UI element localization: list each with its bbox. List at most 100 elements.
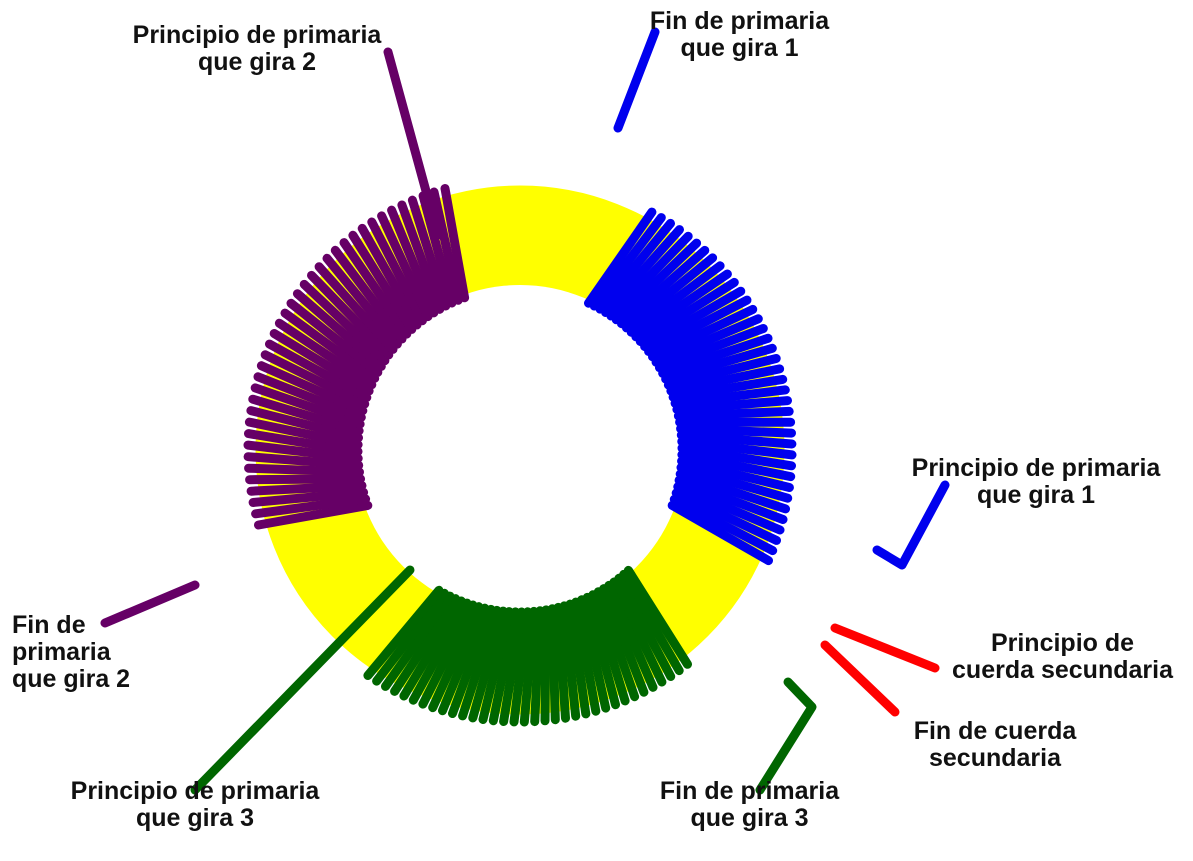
- label-principio-cuerda-secundaria: Principio de cuerda secundaria: [935, 630, 1190, 684]
- label-principio-primaria-1: Principio de primaria que gira 1: [880, 455, 1192, 509]
- winding-turn: [673, 482, 785, 535]
- winding-turn: [609, 577, 667, 687]
- winding-turn: [408, 598, 472, 705]
- winding-turn: [622, 253, 718, 333]
- label-line: Fin de primaria: [659, 777, 840, 805]
- winding-turn: [595, 218, 675, 314]
- label-line: que gira 1: [680, 34, 799, 62]
- label-line: que gira 2: [197, 48, 317, 76]
- winding-turn: [458, 605, 502, 721]
- winding-turn: [330, 245, 407, 344]
- winding-turn: [571, 597, 601, 716]
- winding-turn: [367, 217, 427, 326]
- label-line: cuerda secundaria: [952, 656, 1173, 684]
- winding-turn: [588, 590, 630, 706]
- winding-turn: [397, 200, 445, 314]
- label-fin-primaria-3: Fin de primaria que gira 3: [622, 778, 877, 832]
- winding-turn: [286, 298, 383, 377]
- label-line: primaria: [12, 638, 111, 666]
- winding-turn: [677, 450, 796, 482]
- label-line: Principio de primaria: [70, 777, 320, 805]
- winding-turn: [589, 213, 666, 311]
- primary-winding-3: [363, 565, 692, 727]
- winding-turn: [675, 469, 790, 514]
- winding-leads: [100, 27, 950, 795]
- label-line: Principio de primaria: [132, 21, 382, 49]
- winding-turn: [670, 385, 790, 408]
- winding-turn: [243, 440, 363, 463]
- lead-principio-primaria-2: [383, 47, 443, 240]
- winding-turn: [672, 396, 792, 414]
- winding-turn: [357, 223, 422, 330]
- winding-turn: [248, 394, 364, 436]
- label-line: que gira 3: [135, 804, 255, 832]
- label-line: secundaria: [928, 744, 1061, 772]
- winding-turn: [559, 601, 581, 721]
- winding-turn: [244, 417, 363, 450]
- winding-turn: [601, 225, 684, 317]
- label-fin-cuerda-secundaria: Fin de cuerda secundaria: [880, 718, 1110, 772]
- lead-fin-secundaria: [820, 640, 900, 717]
- winding-turn: [372, 588, 449, 686]
- winding-turn: [519, 606, 539, 727]
- lead-principio-primaria-1: [872, 480, 950, 570]
- winding-turn: [244, 429, 363, 456]
- winding-turn: [314, 262, 398, 354]
- winding-turn: [667, 500, 773, 566]
- winding-turn: [280, 308, 380, 383]
- winding-turn: [676, 430, 797, 449]
- winding-turn: [428, 602, 484, 713]
- label-line: que gira 3: [690, 804, 809, 832]
- winding-turn: [614, 573, 676, 681]
- winding-turn: [606, 231, 693, 321]
- winding-turn: [448, 604, 496, 718]
- winding-turn: [246, 406, 363, 443]
- winding-turn: [668, 374, 788, 402]
- winding-turn: [648, 304, 758, 362]
- winding-turn: [676, 463, 793, 503]
- winding-turn: [274, 318, 377, 390]
- winding-turn: [673, 406, 794, 421]
- winding-turn: [468, 606, 508, 723]
- winding-turn: [635, 277, 739, 346]
- winding-turn: [623, 565, 692, 669]
- winding-turn: [253, 372, 366, 422]
- winding-turn: [256, 361, 368, 416]
- winding-turn: [418, 600, 478, 709]
- winding-turn: [251, 494, 371, 519]
- winding-turn: [260, 350, 370, 409]
- winding-turn: [478, 607, 514, 724]
- winding-turn: [387, 205, 439, 318]
- label-line: Fin de primaria: [649, 7, 830, 35]
- winding-turn: [640, 286, 746, 351]
- winding-turn: [617, 245, 710, 329]
- winding-turn: [299, 279, 390, 366]
- winding-turn: [381, 591, 455, 691]
- winding-turn: [599, 584, 649, 697]
- winding-turn: [676, 424, 796, 438]
- label-line: que gira 1: [976, 481, 1096, 509]
- label-fin-primaria-1: Fin de primaria que gira 1: [612, 8, 867, 62]
- label-line: Fin de cuerda: [913, 717, 1077, 745]
- winding-turn: [530, 606, 545, 727]
- winding-turn: [509, 607, 533, 727]
- winding-turn: [348, 230, 417, 334]
- winding-turn: [669, 494, 778, 556]
- winding-turn: [440, 184, 470, 303]
- label-fin-primaria-2: Fin de primaria que gira 2: [12, 612, 172, 693]
- winding-turn: [265, 339, 372, 402]
- winding-turn: [246, 481, 367, 496]
- winding-turn: [677, 443, 796, 471]
- winding-turn: [429, 187, 463, 305]
- winding-turn: [677, 437, 797, 460]
- winding-turn: [611, 238, 702, 325]
- winding-turn: [661, 343, 777, 384]
- label-principio-primaria-2: Principio de primaria que gira 2: [92, 22, 422, 76]
- winding-turn: [584, 207, 657, 308]
- winding-turn: [399, 596, 466, 701]
- winding-turn: [540, 605, 551, 726]
- winding-turn: [626, 261, 725, 337]
- winding-turn: [655, 324, 768, 373]
- winding-turn: [269, 329, 374, 396]
- primary-winding-1: [584, 207, 797, 566]
